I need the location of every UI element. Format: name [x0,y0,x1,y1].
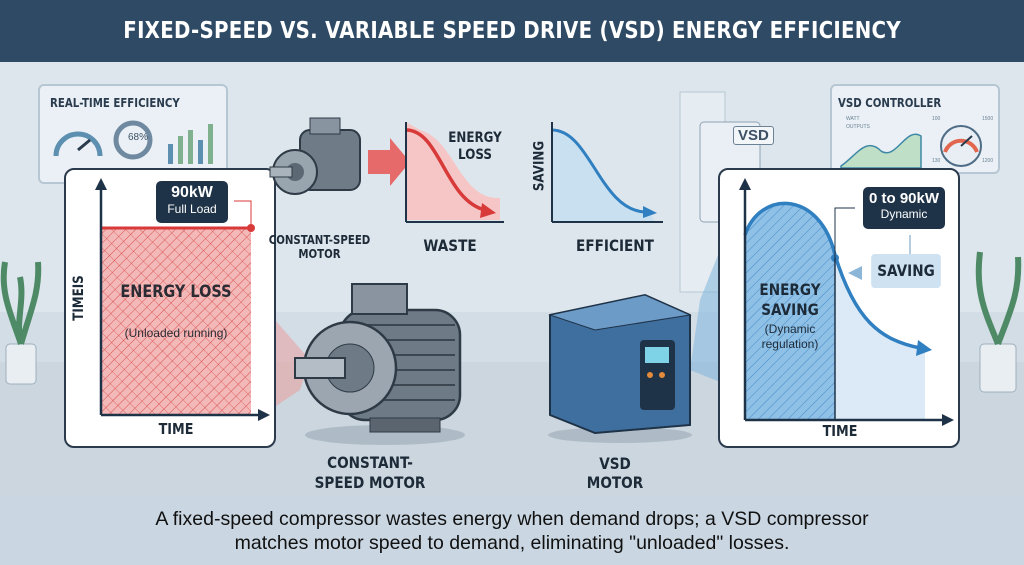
waste-curve [405,128,486,212]
plant-left-icon [0,261,42,385]
main-motor-label: CONSTANT-SPEED MOTOR [314,453,426,492]
controller-widgets [840,125,982,169]
vsd-chart [739,178,954,426]
dynamic-range-callout: 0 to 90kW Dynamic [863,187,945,229]
fixed-speed-chart [95,178,270,421]
page-title: FIXED-SPEED VS. VARIABLE SPEED DRIVE (VS… [123,18,901,44]
legend-watt: WATT [846,116,860,122]
caption-text: A fixed-speed compressor wastes energy w… [155,507,869,554]
y-axis-label: TIMEIS [70,275,87,321]
vsd-drive-icon [548,293,692,443]
vsd-motor-label: VSD MOTOR [586,454,644,492]
x-axis-label: TIME [158,420,194,438]
efficiency-widgets [53,120,213,164]
vsd-chart-card: 0 to 90kW Dynamic SAVING ENERGY SAVING (… [718,168,960,448]
plant-right-icon [975,251,1022,393]
legend-outputs: OUTPUTS [846,124,870,130]
gauge-label: 130 [932,158,941,164]
efficient-curve [551,128,646,214]
x-axis-label: TIME [822,422,858,440]
efficient-area [552,130,655,222]
energy-saving-subtitle: (Dynamic regulation) [761,322,819,351]
title-bar: FIXED-SPEED VS. VARIABLE SPEED DRIVE (VS… [0,0,1024,62]
panel-title: REAL-TIME EFFICIENCY [50,96,180,110]
gauge-label: 1500 [982,116,994,122]
mini-motor-label: CONSTANT-SPEED MOTOR [268,233,371,261]
red-arrow-icon [368,138,410,186]
donut-gauge-icon [113,120,153,160]
fixed-speed-chart-card: 90kW Full Load TIMEIS TIME ENERGY LOSS (… [64,168,276,448]
caption-band: A fixed-speed compressor wastes energy w… [0,496,1024,565]
callout-sub: Dynamic [880,207,928,221]
gauge-label: 1200 [982,158,994,164]
callout-value: 0 to 90kW [868,190,940,207]
energy-loss-title: ENERGY LOSS [120,282,232,302]
saving-tag: SAVING [871,254,941,288]
waste-chart-title: ENERGY LOSS [448,130,502,163]
speed-gauge-icon [53,131,103,157]
top-mini-diagrams [269,117,663,223]
efficient-chart-xlabel: EFFICIENT [576,236,654,255]
callout-sub: Full Load [167,202,217,216]
callout-value: 90kW [171,184,213,201]
real-time-efficiency-panel: REAL-TIME EFFICIENCY 68% [38,84,228,184]
motor-icon [269,117,361,195]
gauge-value: 68% [127,132,148,143]
panel-title: VSD CONTROLLER [838,96,942,110]
gauge-label: 100 [932,116,941,122]
constant-speed-motor-icon [294,283,465,445]
waste-chart-xlabel: WASTE [423,236,477,255]
vsd-display: VSD [733,126,774,145]
energy-saving-title: ENERGY SAVING [759,280,821,319]
efficient-chart-ylabel: SAVING [531,140,548,192]
full-load-callout: 90kW Full Load [156,181,228,223]
vsd-controller-panel: VSD CONTROLLER WATT OUTPUTS 100 1500 130… [830,84,1000,174]
energy-loss-subtitle: (Unloaded running) [124,326,228,340]
